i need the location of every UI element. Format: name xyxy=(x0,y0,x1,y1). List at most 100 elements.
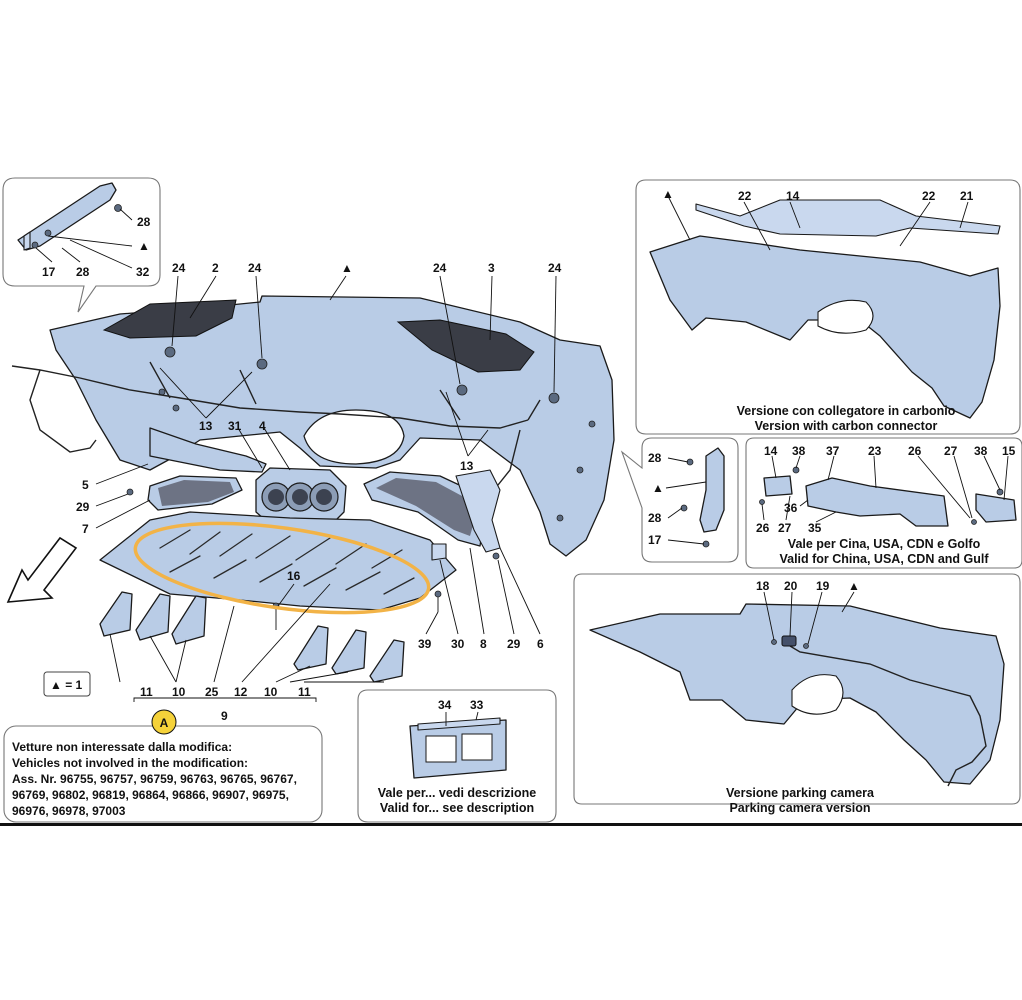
mesh-3 xyxy=(396,319,535,373)
fin-10-left-a xyxy=(135,593,171,641)
plate-label-33: 33 xyxy=(470,698,484,712)
mesh-7 xyxy=(158,480,234,506)
plate-caption-en: Valid for... see description xyxy=(380,801,534,815)
china-label-38a: 38 xyxy=(792,444,806,458)
diffuser-assembly-9 xyxy=(99,511,457,683)
screw-29-left xyxy=(126,488,134,496)
small-label-28a: 28 xyxy=(648,451,662,465)
clip-17 xyxy=(31,241,39,249)
spoiler-bracket xyxy=(17,182,117,251)
fin-10-left-b xyxy=(171,595,207,645)
callout-10-left: 10 xyxy=(172,685,186,699)
inset-carbon-connector: ▲ 22 14 22 21 Versione con collegatore i… xyxy=(635,179,1021,435)
callout-6: 6 xyxy=(537,637,544,651)
fin-10-right-a xyxy=(293,625,329,671)
bracket-6 xyxy=(455,469,501,553)
china-label-26a: 26 xyxy=(908,444,922,458)
mesh-2 xyxy=(102,299,237,339)
callout-13-right: 13 xyxy=(460,459,474,473)
note-line-3: Ass. Nr. 96755, 96757, 96759, 96763, 967… xyxy=(12,772,297,786)
clip-24-d xyxy=(548,392,560,404)
clip-24-a xyxy=(164,346,176,358)
parking-label-19: 19 xyxy=(816,579,830,593)
parking-caption-it: Versione parking camera xyxy=(726,786,875,800)
inset-license-plate: 34 33 Vale per... vedi descrizione Valid… xyxy=(357,689,557,823)
china-label-36: 36 xyxy=(784,501,798,515)
main-bumper-assembly xyxy=(11,295,615,557)
legend: ▲ = 1 xyxy=(43,671,91,697)
callout-4: 4 xyxy=(259,419,266,433)
china-label-38b: 38 xyxy=(974,444,988,458)
china-label-14: 14 xyxy=(764,444,778,458)
bracket-14 xyxy=(763,475,793,497)
inset-tl-label-28b: 28 xyxy=(76,265,90,279)
callout-triangle-main: ▲ xyxy=(341,261,353,275)
exhaust-trim-4 xyxy=(255,467,347,527)
small-label-28b: 28 xyxy=(648,511,662,525)
callout-29-right: 29 xyxy=(507,637,521,651)
connector-23 xyxy=(805,477,949,527)
callout-11-right: 11 xyxy=(298,685,311,699)
carbon-caption-it: Versione con collegatore in carbonio xyxy=(737,404,956,418)
carbon-label-14: 14 xyxy=(786,189,800,203)
callout-2: 2 xyxy=(212,261,219,275)
callout-16: 16 xyxy=(287,569,301,583)
fin-11-left xyxy=(99,591,133,637)
china-caption-it: Vale per Cina, USA, CDN e Golfo xyxy=(788,537,981,551)
plate-label-34: 34 xyxy=(438,698,452,712)
inset-parking-camera: 18 20 19 ▲ Versione parking camera Parki… xyxy=(573,573,1021,815)
callout-8: 8 xyxy=(480,637,487,651)
callout-13-left: 13 xyxy=(199,419,213,433)
callout-39: 39 xyxy=(418,637,432,651)
clip-24-b xyxy=(256,358,268,370)
carbon-connector-14 xyxy=(695,199,1001,237)
screw-29-right xyxy=(492,552,500,560)
bracket-tab xyxy=(23,231,31,251)
small-label-17: 17 xyxy=(648,533,662,547)
china-label-23: 23 xyxy=(868,444,882,458)
bracket-5 xyxy=(149,427,267,473)
parking-label-triangle: ▲ xyxy=(848,579,860,593)
callout-24-a: 24 xyxy=(172,261,186,275)
parking-label-18: 18 xyxy=(756,579,770,593)
callout-24-d: 24 xyxy=(548,261,562,275)
callout-29-left: 29 xyxy=(76,500,90,514)
china-label-26b: 26 xyxy=(756,521,770,535)
callout-3: 3 xyxy=(488,261,495,275)
note-line-5: 96976, 96978, 97003 xyxy=(12,804,126,818)
carbon-bumper xyxy=(649,235,1001,419)
small-label-triangle: ▲ xyxy=(652,481,664,495)
note-marker-icon xyxy=(151,709,177,735)
wiring-harness-13 xyxy=(11,365,529,429)
china-label-27a: 27 xyxy=(944,444,958,458)
inset-china-usa: 14 38 37 23 26 27 38 15 36 26 27 35 Vale… xyxy=(745,437,1022,569)
china-label-35: 35 xyxy=(808,521,822,535)
inset-tl-label-triangle: ▲ xyxy=(138,239,150,253)
carbon-caption-en: Version with carbon connector xyxy=(755,419,938,433)
callout-7: 7 xyxy=(82,522,89,536)
callout-11-left: 11 xyxy=(140,685,153,699)
callout-30: 30 xyxy=(451,637,465,651)
carbon-label-22a: 22 xyxy=(738,189,752,203)
callout-25: 25 xyxy=(205,685,219,699)
parking-label-20: 20 xyxy=(784,579,798,593)
note-line-2: Vehicles not involved in the modificatio… xyxy=(12,756,248,770)
carbon-label-22b: 22 xyxy=(922,189,936,203)
plate-caption-it: Vale per... vedi descrizione xyxy=(378,786,536,800)
note-marker-letter: A xyxy=(160,716,169,730)
callout-31: 31 xyxy=(228,419,242,433)
callout-10-right: 10 xyxy=(264,685,278,699)
callout-24-c: 24 xyxy=(433,261,447,275)
inset-small-bracket: 28 ▲ 28 17 xyxy=(620,437,739,563)
china-caption-en: Valid for China, USA, CDN and Gulf xyxy=(779,552,989,566)
note-line-1: Vetture non interessate dalla modifica: xyxy=(12,740,232,754)
callout-5: 5 xyxy=(82,478,89,492)
right-brackets xyxy=(363,469,501,560)
note-line-4: 96769, 96802, 96819, 96864, 96866, 96907… xyxy=(12,788,289,802)
china-label-37: 37 xyxy=(826,444,840,458)
callout-24-b: 24 xyxy=(248,261,262,275)
inset-top-left: 28 ▲ 17 28 32 xyxy=(2,177,161,313)
left-brackets xyxy=(126,427,267,511)
